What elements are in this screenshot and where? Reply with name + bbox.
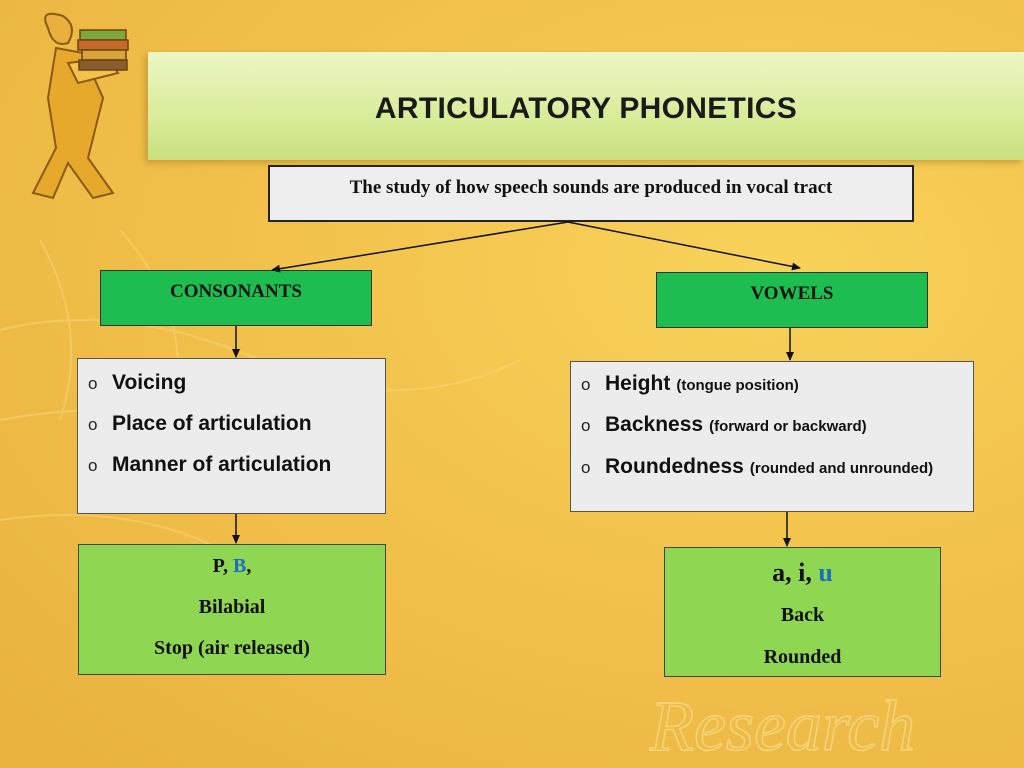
example-place: Bilabial: [198, 596, 266, 618]
definition-box: The study of how speech sounds are produ…: [268, 165, 914, 222]
feature-label: Voicing: [112, 371, 187, 394]
list-item: o Voicing: [78, 371, 186, 395]
svg-text:Research: Research: [649, 686, 915, 766]
example-manner: Stop (air released): [154, 637, 310, 659]
feature-note: (forward or backward): [709, 418, 867, 435]
vowels-label: VOWELS: [750, 283, 834, 304]
feature-label: Manner of articulation: [112, 453, 332, 476]
sound-b: B: [233, 555, 247, 577]
example-sounds: P, B,: [79, 555, 385, 578]
bullet: o: [581, 416, 591, 435]
title-banner: [148, 52, 1024, 160]
feature-note: (rounded and unrounded): [749, 460, 934, 477]
vowel-sounds: a, i,: [772, 558, 819, 587]
vowel-u: u: [818, 558, 833, 587]
consonants-box: CONSONANTS: [100, 270, 372, 326]
scholar-carrying-books-illustration: [31, 12, 129, 200]
bullet: o: [88, 415, 98, 434]
bullet: o: [581, 458, 591, 477]
feature-label: Height: [605, 372, 671, 395]
example-sounds: a, i, u: [665, 558, 940, 588]
feature-label: Place of articulation: [112, 412, 312, 435]
bullet: o: [581, 375, 591, 394]
sound-separator: ,: [246, 555, 252, 577]
example-backness: Back: [780, 604, 825, 626]
feature-label: Backness: [605, 413, 704, 436]
sound-p: P,: [212, 555, 234, 577]
feature-label: Roundedness: [605, 455, 744, 478]
slide-title: ARTICULATORY PHONETICS: [374, 92, 798, 125]
definition-text: The study of how speech sounds are produ…: [349, 177, 833, 198]
consonant-example-box: P, B, Bilabial Stop (air released): [78, 544, 386, 675]
vowels-box: VOWELS: [656, 272, 928, 328]
vowel-example-box: a, i, u Back Rounded: [664, 547, 941, 677]
list-item: o Backness (forward or backward): [571, 413, 867, 437]
consonant-features-box: o Voicing o Place of articulation o Mann…: [77, 358, 386, 514]
bullet: o: [88, 456, 98, 475]
list-item: o Manner of articulation: [78, 453, 331, 477]
bullet: o: [88, 374, 98, 393]
feature-note: (tongue position): [676, 377, 799, 394]
list-item: o Place of articulation: [78, 412, 312, 436]
list-item: o Roundedness (rounded and unrounded): [571, 455, 933, 479]
list-item: o Height (tongue position): [571, 372, 799, 396]
consonants-label: CONSONANTS: [170, 281, 302, 302]
vowel-features-box: o Height (tongue position) o Backness (f…: [570, 361, 974, 512]
example-roundedness: Rounded: [763, 646, 842, 668]
watermark-logo: Research: [648, 685, 916, 767]
